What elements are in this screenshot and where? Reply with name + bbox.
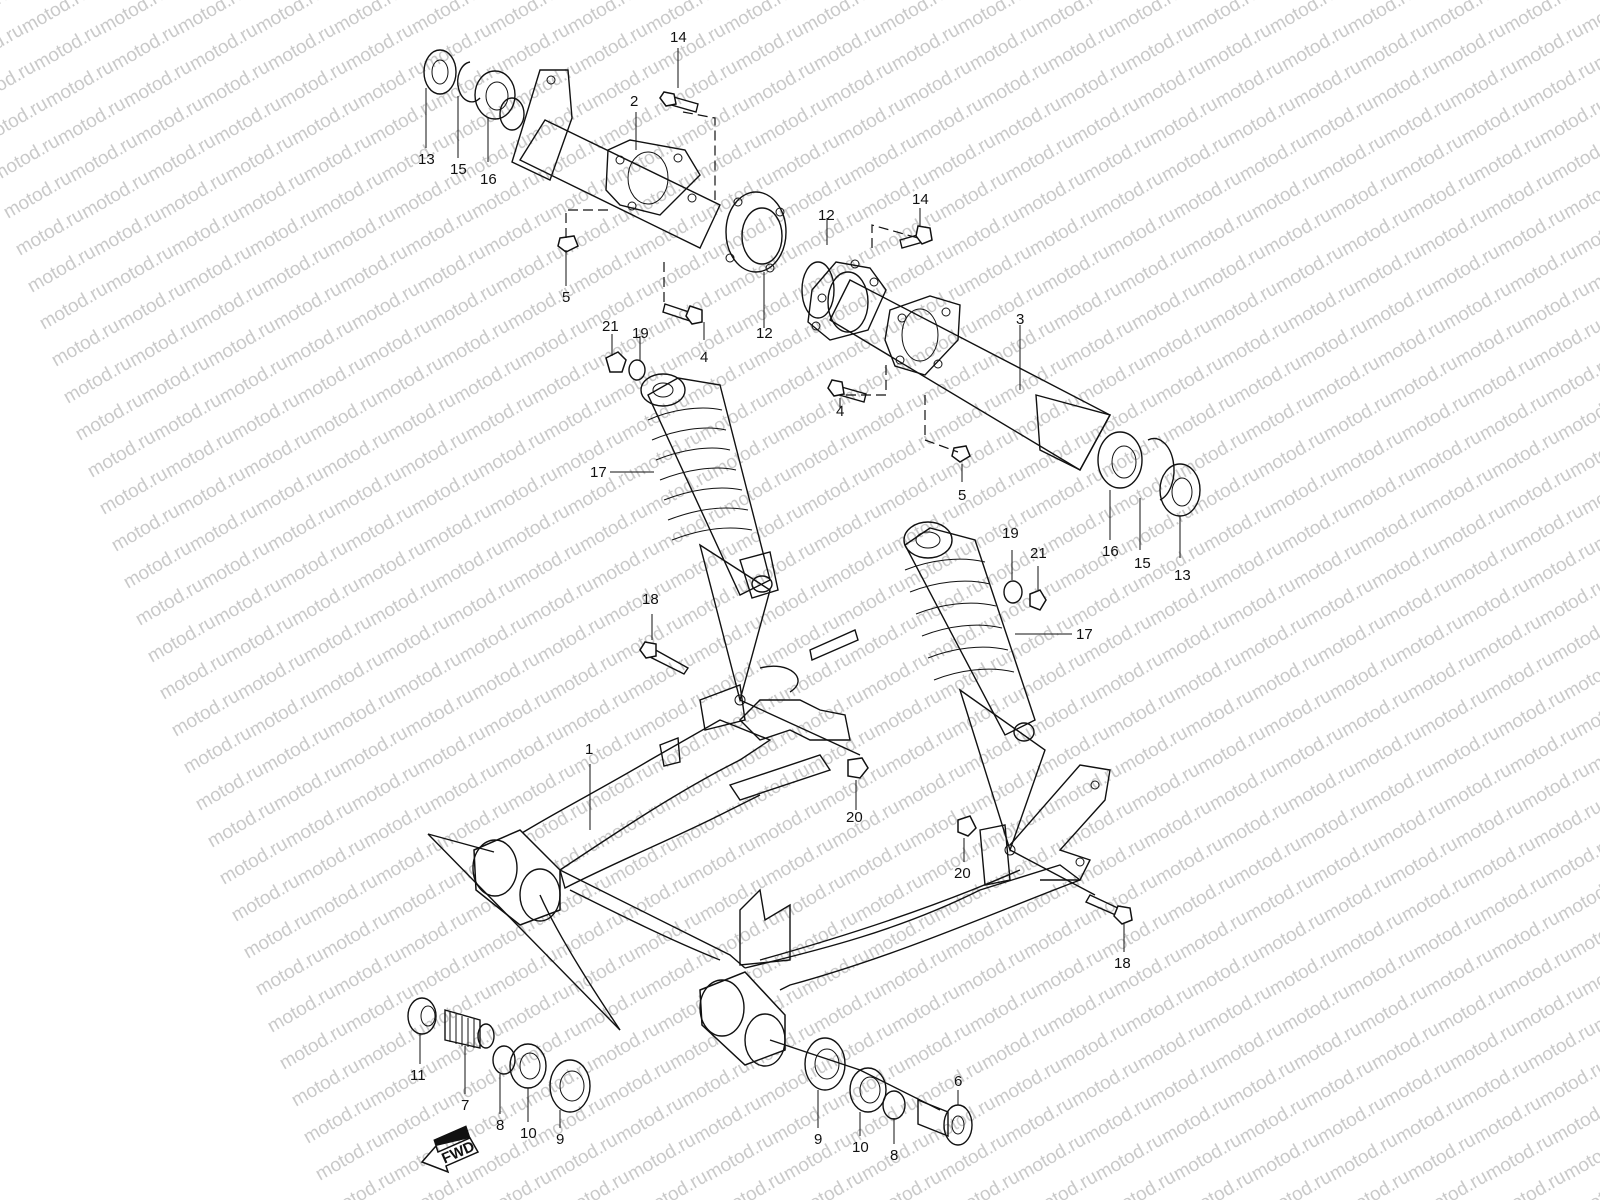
shaft-assembly-guides [565,111,959,453]
callout-19-left: 19 [632,325,649,342]
callout-13-top: 13 [418,151,435,168]
callout-8-left: 8 [496,1117,504,1134]
right-shock-absorber [903,521,1036,742]
callout-leader-lines [419,48,1181,1144]
right-pivot-parts [804,1037,973,1146]
callout-18-right: 18 [1114,955,1131,972]
shock-washers-nuts [605,351,1047,611]
swing-arm-pivot-guides [427,543,1096,1111]
left-shaft-seal-bearing-set [423,49,516,120]
callout-14-right: 14 [912,191,929,208]
callout-1: 1 [585,741,593,758]
callout-17-left: 17 [590,464,607,481]
forward-direction-arrow [420,1125,480,1174]
callout-15-top: 15 [450,161,467,178]
callout-14-top: 14 [670,29,687,46]
callout-3: 3 [1016,311,1024,328]
callout-7: 7 [461,1097,469,1114]
callout-19-right: 19 [1002,525,1019,542]
callout-18-left: 18 [642,591,659,608]
callout-15-right: 15 [1134,555,1151,572]
callout-16-right: 16 [1102,543,1119,560]
swing-arm-frame [472,629,1111,1067]
callout-12-right: 12 [818,207,835,224]
callout-numbers: 13 15 16 2 14 5 4 12 12 14 3 21 19 17 4 … [410,29,1191,1164]
callout-20-left: 20 [846,809,863,826]
swing-arm-fasteners [639,641,1133,925]
callout-4-right: 4 [836,403,844,420]
callout-5-left: 5 [562,289,570,306]
right-axle-tube [801,259,1112,471]
callout-21-right: 21 [1030,545,1047,562]
callout-10-left: 10 [520,1125,537,1142]
callout-10-right: 10 [852,1139,869,1156]
callout-8-right: 8 [890,1147,898,1164]
callout-20-right: 20 [954,865,971,882]
right-shaft-fasteners [827,225,971,463]
callout-13-right: 13 [1174,567,1191,584]
callout-21-left: 21 [602,318,619,335]
callout-4-left: 4 [700,349,708,366]
left-pivot-parts [407,997,591,1113]
left-shock-absorber [640,373,779,599]
callout-12-left: 12 [756,325,773,342]
right-shaft-seal-bearing-set [1097,431,1201,517]
callout-6: 6 [954,1073,962,1090]
callout-2: 2 [630,93,638,110]
callout-9-left: 9 [556,1131,564,1148]
callout-9-right: 9 [814,1131,822,1148]
callout-5-right: 5 [958,487,966,504]
callout-16-top: 16 [480,171,497,188]
left-axle-tube [499,69,787,273]
left-shaft-fasteners [557,91,703,325]
callout-11: 11 [410,1067,426,1084]
callout-17-right: 17 [1076,626,1093,643]
